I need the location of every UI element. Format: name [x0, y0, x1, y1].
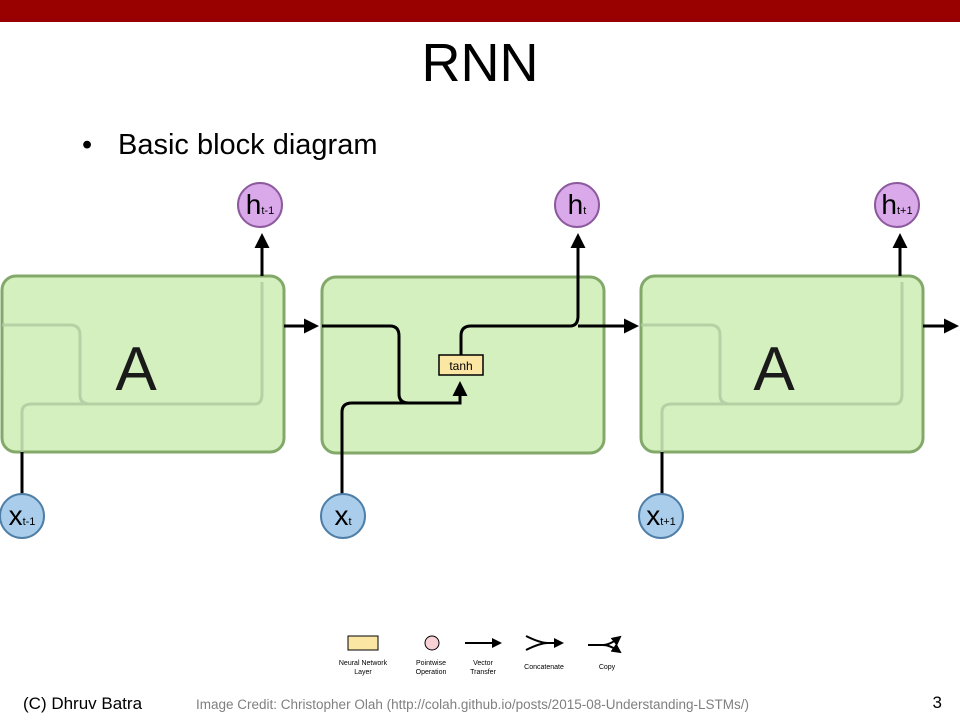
page-number: 3: [932, 693, 942, 712]
input-node-t+1: [638, 493, 684, 539]
legend-label-vector-2: Transfer: [470, 669, 496, 676]
input-wire: [340, 401, 460, 500]
input-node-t: [320, 493, 366, 539]
hidden-label-t: ht: [568, 189, 587, 220]
middle-cell-wiring: [322, 233, 639, 500]
slide-title: RNN: [421, 33, 539, 93]
diagram-legend: Neural Network Layer Pointwise Operation…: [339, 635, 622, 676]
neural-network-layer-icon: [347, 635, 379, 651]
hidden-node-t-1: [237, 182, 283, 228]
hidden-node-t+1: [874, 182, 920, 228]
cell-label-left: A: [115, 335, 157, 404]
cell-label-right: A: [753, 335, 795, 404]
input-label-t: xt: [334, 500, 351, 531]
input-label-t+1: xt+1: [646, 500, 676, 531]
top-bar-fill: [0, 0, 960, 22]
rnn-diagram: tanh A A ht-1 ht ht+1 xt-1 xt xt+1: [0, 182, 959, 539]
footer-image-credit: Image Credit: Christopher Olah (http://c…: [196, 697, 750, 712]
concatenate-icon: [525, 635, 564, 651]
bullet-item: • Basic block diagram: [82, 127, 378, 163]
bullet-dot: •: [82, 129, 93, 161]
hidden-label-t+1: ht+1: [881, 189, 912, 220]
legend-label-pointwise-1: Pointwise: [416, 660, 446, 667]
legend-label-layer-2: Layer: [354, 669, 372, 676]
faint-internal-wiring: [2, 282, 904, 452]
tanh-label: tanh: [449, 359, 472, 373]
legend-label-pointwise-2: Operation: [416, 669, 447, 676]
tanh-layer-box: [438, 354, 484, 376]
input-label-t-1: xt-1: [9, 500, 36, 531]
hidden-node-t: [554, 182, 600, 228]
legend-label-vector-1: Vector: [473, 660, 494, 667]
legend-label-layer-1: Neural Network: [339, 660, 388, 667]
cell-box-left: [0, 274, 286, 454]
legend-label-concatenate: Concatenate: [524, 664, 564, 671]
copy-icon: [588, 635, 622, 654]
pointwise-operation-icon: [424, 635, 440, 651]
legend-label-copy: Copy: [599, 664, 616, 671]
hidden-label-t-1: ht-1: [246, 189, 274, 220]
top-bar: [0, 0, 960, 22]
footer-author: (C) Dhruv Batra: [23, 694, 143, 713]
bullet-text: Basic block diagram: [118, 129, 378, 161]
tanh-output-wire: [459, 233, 586, 356]
input-node-t-1: [0, 493, 45, 539]
cell-box-right: [639, 274, 925, 454]
